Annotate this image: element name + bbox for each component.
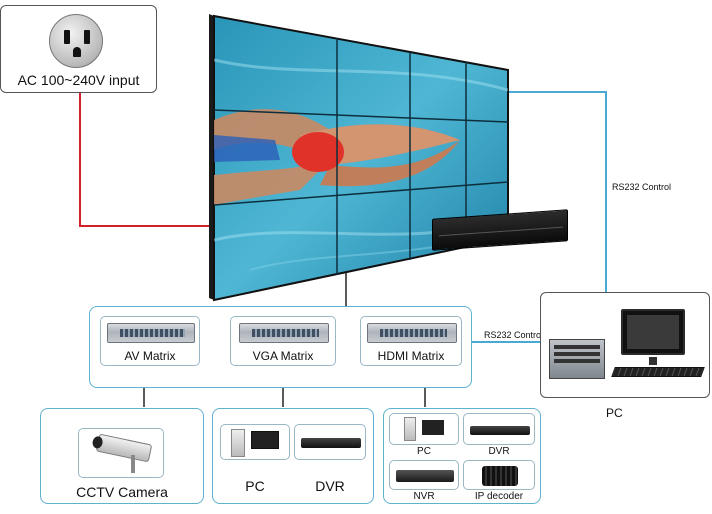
- av-matrix-icon: [107, 323, 195, 343]
- rs232-line-top: [508, 91, 607, 292]
- power-input-label: AC 100~240V input: [17, 72, 140, 88]
- hdmi-pc-panel: [389, 413, 459, 445]
- keyboard-icon: [611, 367, 705, 377]
- pc-station-label: PC: [606, 406, 623, 420]
- dvr-icon: [470, 426, 530, 435]
- rs232-label-top: RS232 Control: [612, 182, 672, 192]
- hdmi-pc-label: PC: [417, 446, 431, 457]
- monitor-icon: [251, 431, 279, 449]
- cctv-group: [40, 408, 204, 504]
- vga-matrix-label: VGA Matrix: [252, 349, 314, 363]
- cctv-label: CCTV Camera: [76, 484, 168, 500]
- hdmi-dvr-panel: [463, 413, 535, 445]
- hdmi-matrix-label: HDMI Matrix: [377, 349, 445, 363]
- vga-dvr-label: DVR: [315, 478, 345, 494]
- dvr-icon: [301, 438, 361, 448]
- pc-tower-icon: [549, 339, 605, 379]
- vga-matrix-device: VGA Matrix: [230, 316, 336, 366]
- hdmi-decoder-panel: [463, 460, 535, 490]
- rs232-label-matrix: RS232 Control: [484, 330, 544, 340]
- vga-matrix-icon: [239, 323, 329, 343]
- hdmi-matrix-icon: [367, 323, 457, 343]
- vga-pc-label: PC: [245, 478, 265, 494]
- monitor-icon: [422, 420, 444, 435]
- av-matrix-device: AV Matrix: [100, 316, 200, 366]
- pc-icon: [231, 429, 245, 457]
- hdmi-nvr-panel: [389, 460, 459, 490]
- hdmi-decoder-label: IP decoder: [474, 491, 524, 502]
- power-input-box: AC 100~240V input: [0, 5, 157, 93]
- power-socket-icon: [49, 14, 103, 68]
- ip-decoder-icon: [482, 466, 518, 486]
- power-line: [79, 92, 214, 227]
- hdmi-dvr-label: DVR: [488, 446, 510, 457]
- vga-pc-panel: [220, 424, 290, 460]
- pc-station-box: [540, 292, 710, 398]
- av-matrix-label: AV Matrix: [124, 349, 176, 363]
- swimmer-image: [214, 58, 508, 271]
- vga-dvr-panel: [294, 424, 366, 460]
- monitor-icon: [621, 309, 685, 355]
- cctv-panel: [78, 428, 164, 478]
- hdmi-matrix-device: HDMI Matrix: [360, 316, 462, 366]
- hdmi-nvr-label: NVR: [413, 491, 435, 502]
- pc-icon: [404, 417, 416, 441]
- cctv-camera-icon: [91, 433, 153, 463]
- nvr-icon: [396, 470, 454, 482]
